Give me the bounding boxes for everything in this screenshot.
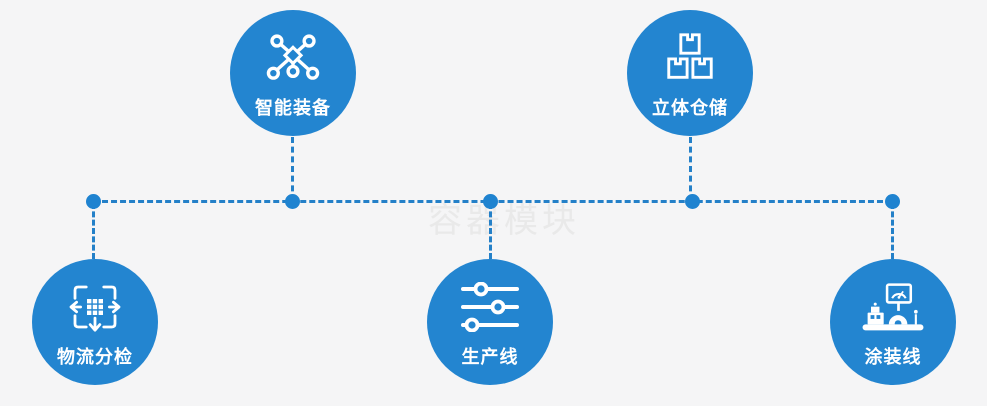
node-label: 智能装备 — [255, 98, 331, 118]
watermark-text: 容器模块 — [428, 202, 580, 240]
junction-dot — [86, 194, 101, 209]
node-warehouse: 立体仓储 — [627, 10, 753, 136]
junction-dot — [285, 194, 300, 209]
distribute-arrows-icon — [67, 280, 123, 334]
node-label: 生产线 — [461, 347, 519, 367]
vertical-connector-warehouse — [689, 137, 692, 201]
stacked-boxes-icon — [662, 31, 718, 85]
junction-dot — [885, 194, 900, 209]
node-label: 立体仓储 — [652, 98, 728, 118]
vertical-connector-smart-equipment — [291, 137, 294, 201]
node-production-line: 生产线 — [427, 259, 553, 385]
node-smart-equipment: 智能装备 — [230, 10, 356, 136]
network-nodes-icon — [264, 31, 322, 85]
machine-monitor-icon — [860, 280, 926, 334]
node-label: 涂装线 — [864, 347, 922, 367]
node-painting-line: 涂装线 — [830, 259, 956, 385]
vertical-connector-production — [489, 203, 492, 259]
junction-dot — [483, 194, 498, 209]
node-logistics-sorting: 物流分检 — [32, 259, 158, 385]
sliders-icon — [460, 280, 520, 334]
vertical-connector-painting — [891, 203, 894, 259]
node-label: 物流分检 — [57, 347, 133, 367]
junction-dot — [685, 194, 700, 209]
vertical-connector-sorting — [92, 203, 95, 259]
